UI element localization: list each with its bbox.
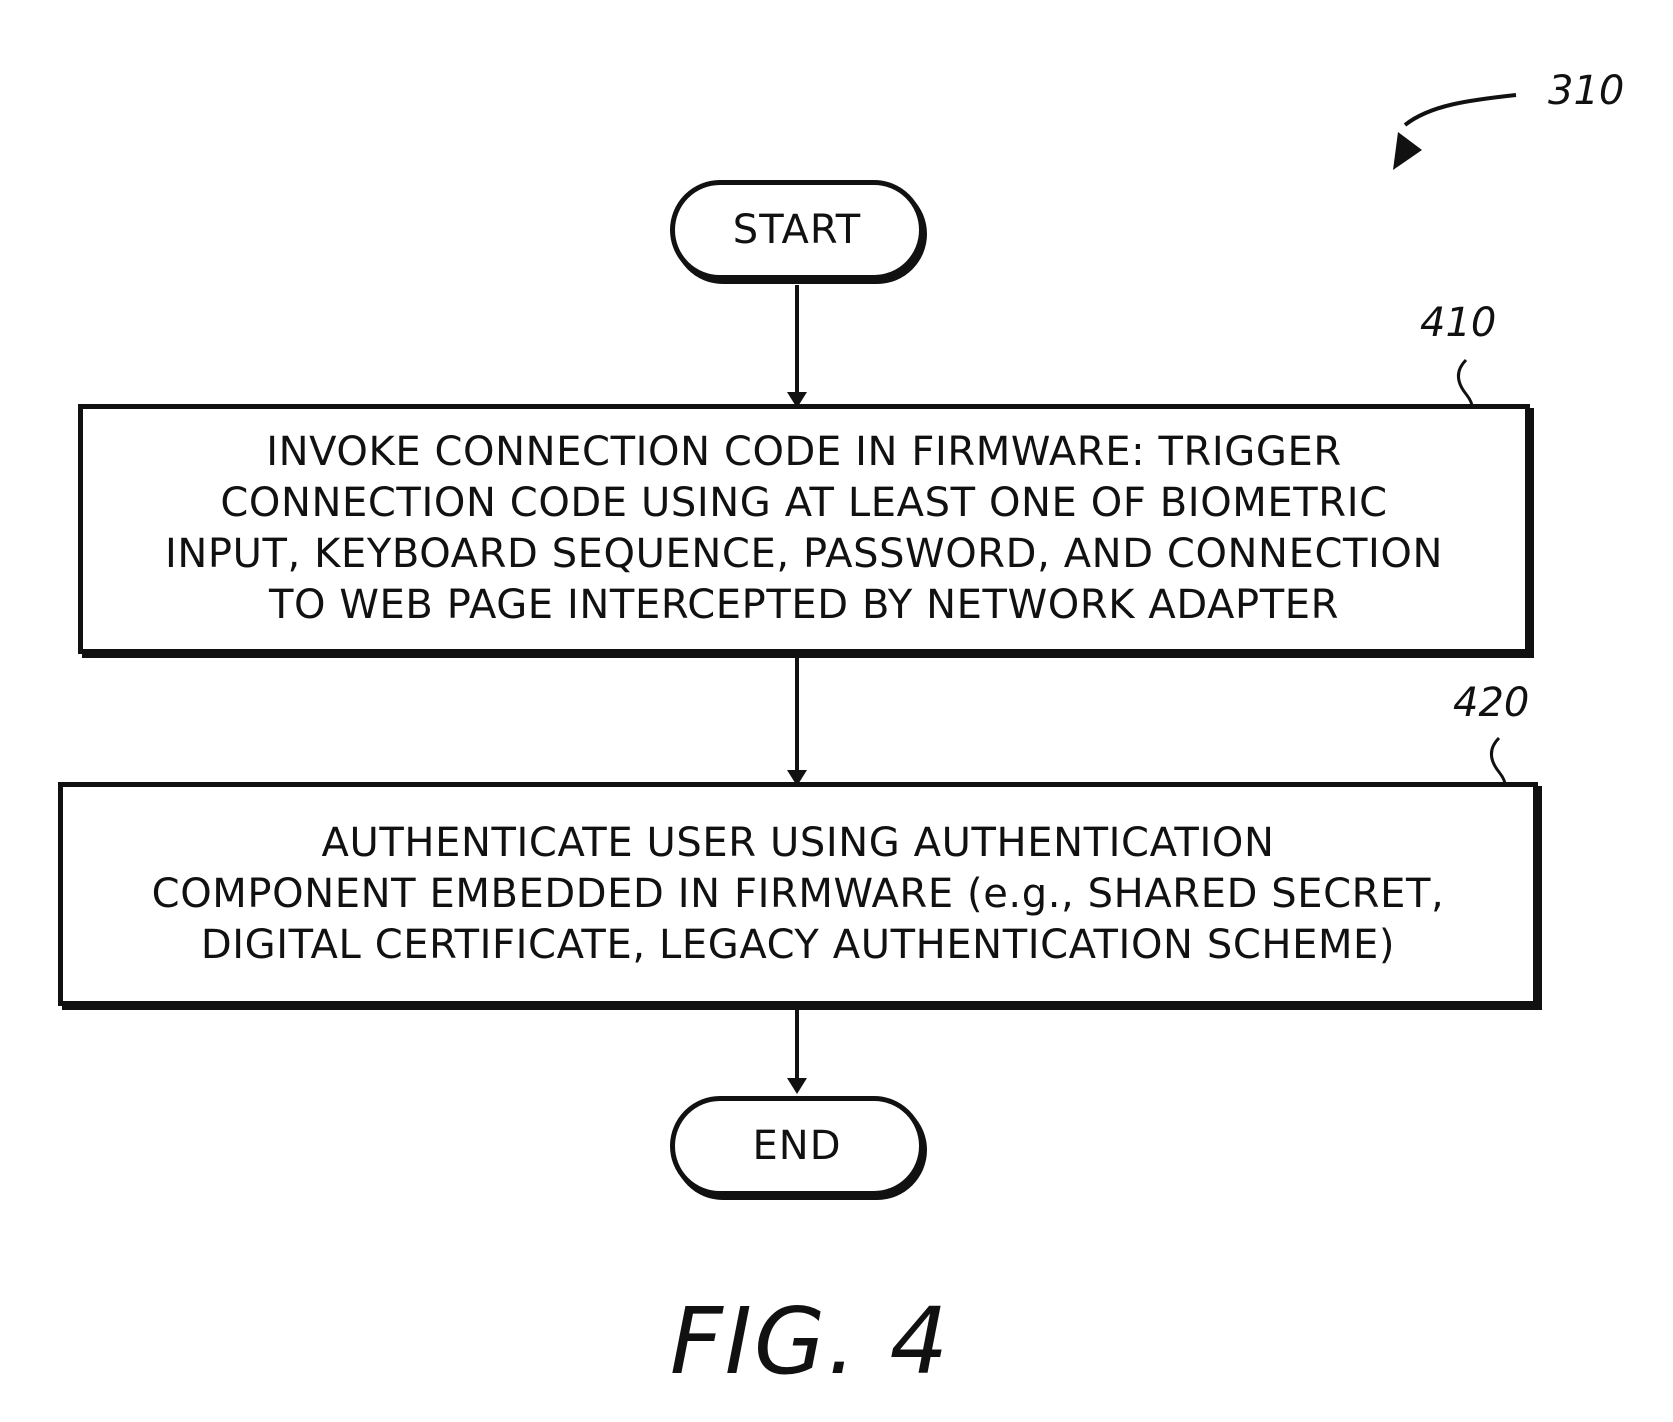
figure-reference-number: 310 [1548, 68, 1624, 114]
figure-reference-arrow [1405, 95, 1516, 125]
step1-text-line: CONNECTION CODE USING AT LEAST ONE OF BI… [220, 478, 1387, 529]
start-label: START [733, 207, 861, 253]
figure-caption: FIG. 4 [0, 1288, 1620, 1395]
step1-text-line: INVOKE CONNECTION CODE IN FIRMWARE: TRIG… [266, 427, 1342, 478]
step1-reference-number: 410 [1420, 300, 1496, 346]
end-label: END [753, 1123, 842, 1169]
step2-text-line: DIGITAL CERTIFICATE, LEGACY AUTHENTICATI… [201, 920, 1395, 971]
step1-text-line: INPUT, KEYBOARD SEQUENCE, PASSWORD, AND … [165, 529, 1443, 580]
step2-text-line: AUTHENTICATE USER USING AUTHENTICATION [322, 818, 1275, 869]
end-terminal: END [670, 1096, 924, 1196]
step2-process-box: AUTHENTICATE USER USING AUTHENTICATION C… [58, 782, 1538, 1006]
step2-reference-number: 420 [1453, 680, 1529, 726]
step1-process-box: INVOKE CONNECTION CODE IN FIRMWARE: TRIG… [78, 404, 1530, 654]
step1-text-line: TO WEB PAGE INTERCEPTED BY NETWORK ADAPT… [269, 580, 1339, 631]
figure-reference-arrowhead [1393, 132, 1422, 170]
step2-text-line: COMPONENT EMBEDDED IN FIRMWARE (e.g., SH… [152, 869, 1445, 920]
start-terminal: START [670, 180, 924, 280]
arrowhead-end [787, 1078, 807, 1094]
